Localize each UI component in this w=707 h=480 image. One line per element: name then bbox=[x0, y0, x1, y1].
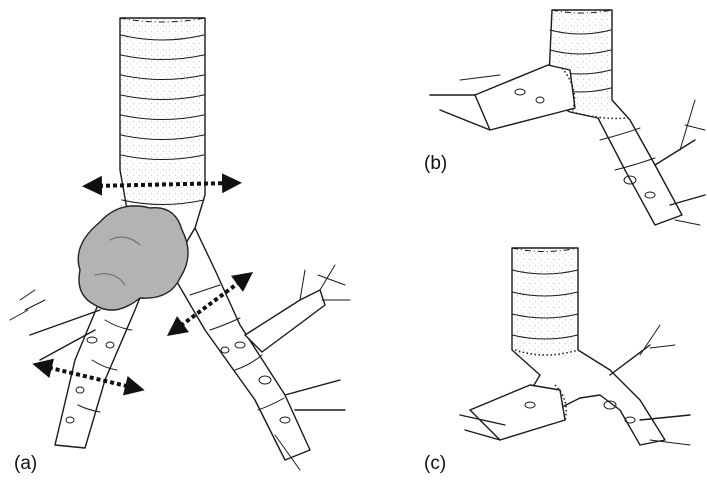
panel-b-airway bbox=[430, 10, 705, 225]
panel-label-a: (a) bbox=[14, 453, 37, 475]
panel-label-c: (c) bbox=[424, 453, 446, 475]
panel-label-b: (b) bbox=[424, 153, 447, 175]
panel-a-airway bbox=[10, 18, 350, 470]
panel-c-airway bbox=[460, 248, 690, 445]
tumor-mass bbox=[78, 206, 188, 310]
